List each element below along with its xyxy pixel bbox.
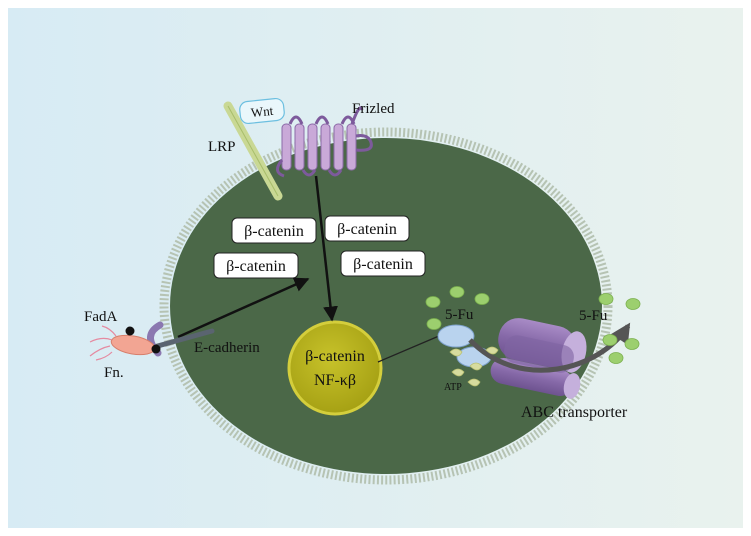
beta-catenin-label: β-catenin [337, 221, 397, 238]
five-fu-outside-label: 5-Fu [579, 308, 608, 324]
nf-kb-label: NF-κβ [314, 372, 356, 389]
fada-adhesin [151, 344, 161, 354]
beta-catenin-label: β-catenin [353, 256, 413, 273]
fada-label: FadA [84, 309, 118, 325]
fada-adhesin [125, 326, 135, 336]
frizled-to-nucleus-arrow [314, 175, 338, 322]
beta-catenin-box: β-catenin [231, 217, 317, 244]
frizled-receptor [276, 106, 373, 178]
lrp-label: LRP [208, 139, 236, 155]
atp-molecules [449, 346, 499, 387]
nucleus: β-catenin NF-κβ [287, 320, 383, 416]
fn-label: Fn. [104, 365, 124, 381]
beta-catenin-box: β-catenin [213, 252, 299, 279]
ecadherin-to-catenin-arrow [177, 277, 310, 339]
five-fu-inside-label: 5-Fu [445, 307, 474, 323]
beta-catenin-box: β-catenin [324, 215, 410, 242]
five-fu-inside-molecules [425, 286, 490, 330]
frizled-label: Frizled [352, 101, 395, 117]
lrp-receptor [223, 101, 283, 201]
fn-bacterium [89, 325, 161, 361]
cell-cytoplasm [170, 138, 602, 474]
wnt-ligand: Wnt [239, 97, 285, 125]
nucleus-beta-catenin-label: β-catenin [305, 348, 365, 365]
abc-transporter-label: ABC transporter [521, 404, 628, 421]
five-fu-outside-molecules [598, 293, 641, 364]
e-cadherin-label: E-cadherin [194, 340, 260, 356]
wnt-label: Wnt [250, 103, 274, 120]
beta-catenin-label: β-catenin [244, 223, 304, 240]
nucleus-to-transporter-arrow [377, 332, 447, 363]
beta-catenin-box: β-catenin [340, 250, 426, 277]
beta-catenin-label: β-catenin [226, 258, 286, 275]
atp-label: ATP [444, 382, 462, 393]
